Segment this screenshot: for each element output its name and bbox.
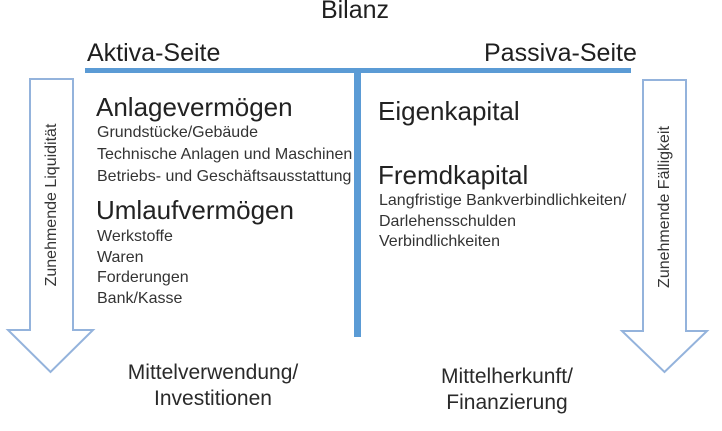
down-arrow-right-icon: [619, 79, 710, 374]
liquidity-arrow-label: Zunehmende Liquidität: [43, 123, 60, 287]
footer-line: Mittelverwendung/: [127, 361, 299, 384]
anlagevermoegen-heading: Anlagevermögen: [96, 92, 293, 122]
footer-line: Investitionen: [154, 386, 272, 410]
umlaufvermoegen-heading: Umlaufvermögen: [96, 195, 294, 225]
list-item: Werkstoffe: [97, 228, 173, 245]
umlaufvermoegen-items: Werkstoffe Waren Forderungen Bank/Kasse: [97, 227, 189, 309]
maturity-arrow-label: Zunehmende Fälligkeit: [656, 126, 673, 288]
list-item: Bank/Kasse: [97, 289, 183, 307]
fremdkapital-items: Langfristige Bankverbindlichkeiten/ Darl…: [379, 191, 626, 253]
list-item: Verbindlichkeiten: [379, 233, 500, 250]
vertical-divider-line: [354, 68, 361, 337]
mittelverwendung-label: Mittelverwendung/ Investitionen: [113, 360, 313, 411]
footer-line: Finanzierung: [446, 390, 568, 414]
list-item: Technische Anlagen und Maschinen: [97, 146, 353, 163]
passiva-header: Passiva-Seite: [484, 39, 637, 67]
mittelherkunft-label: Mittelherkunft/ Finanzierung: [407, 364, 607, 415]
eigenkapital-heading: Eigenkapital: [378, 96, 520, 126]
list-item: Waren: [97, 248, 144, 266]
list-item: Langfristige Bankverbindlichkeiten/: [379, 192, 627, 209]
diagram-title: Bilanz: [320, 0, 390, 24]
footer-line: Mittelherkunft/: [441, 365, 573, 388]
list-item: Betriebs- und Geschäftsausstattung: [97, 168, 352, 185]
down-arrow-left-icon: [5, 78, 96, 374]
list-item: Grundstücke/Gebäude: [97, 124, 258, 141]
anlagevermoegen-items: Grundstücke/Gebäude Technische Anlagen u…: [97, 122, 352, 188]
list-item: Darlehensschulden: [379, 212, 516, 230]
list-item: Forderungen: [97, 269, 189, 286]
aktiva-header: Aktiva-Seite: [87, 39, 221, 67]
fremdkapital-heading: Fremdkapital: [378, 160, 529, 190]
